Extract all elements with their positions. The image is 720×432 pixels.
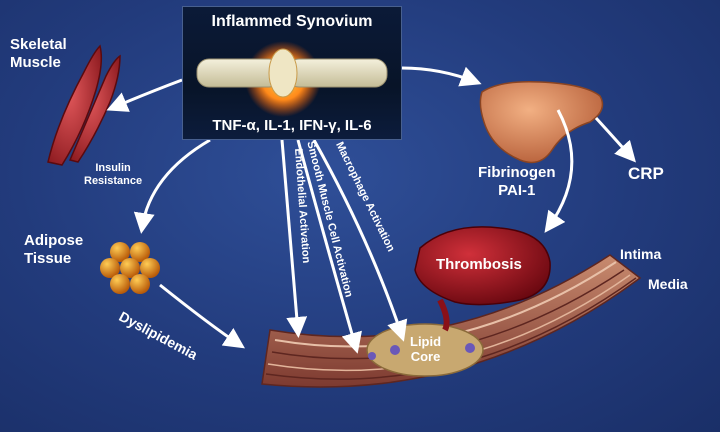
lipid-core-label: Lipid Core: [410, 334, 442, 364]
artery-wall: [261, 254, 642, 388]
arrow-macrophage: [312, 139, 408, 342]
insulin-resistance-label: Insulin Resistance: [84, 162, 143, 187]
media-label: Media: [648, 276, 688, 292]
arrow-to-muscle: [106, 78, 183, 112]
synovium-panel: Inflammed Synovium TNF-α, IL-1, IFN-γ, I…: [182, 6, 402, 140]
skeletal-muscle: [47, 44, 121, 166]
joint-illustration: [196, 41, 388, 117]
skeletal-muscle-label: Skeletal Muscle: [10, 36, 67, 71]
adipose-cluster: [100, 242, 160, 294]
fibrinogen-label: Fibrinogen PAI-1: [478, 164, 556, 199]
thrombosis-label: Thrombosis: [436, 256, 522, 273]
cytokine-list: TNF-α, IL-1, IFN-γ, IL-6: [212, 117, 372, 134]
crp-label: CRP: [628, 164, 664, 183]
arrow-to-thrombosis: [544, 109, 574, 233]
arrow-smooth-muscle: [296, 139, 362, 354]
thrombus: [414, 226, 551, 332]
arrow-endothelial: [280, 139, 308, 338]
arrow-dyslipidemia: [159, 283, 245, 349]
arrow-to-liver: [401, 66, 482, 87]
arrow-to-adipose: [133, 138, 211, 234]
panel-title: Inflammed Synovium: [211, 13, 373, 30]
adipose-tissue-label: Adipose Tissue: [24, 232, 84, 267]
pathway-arrows: [106, 66, 636, 354]
intima-label: Intima: [620, 246, 662, 262]
arrow-to-crp: [594, 116, 636, 163]
liver: [479, 80, 604, 164]
